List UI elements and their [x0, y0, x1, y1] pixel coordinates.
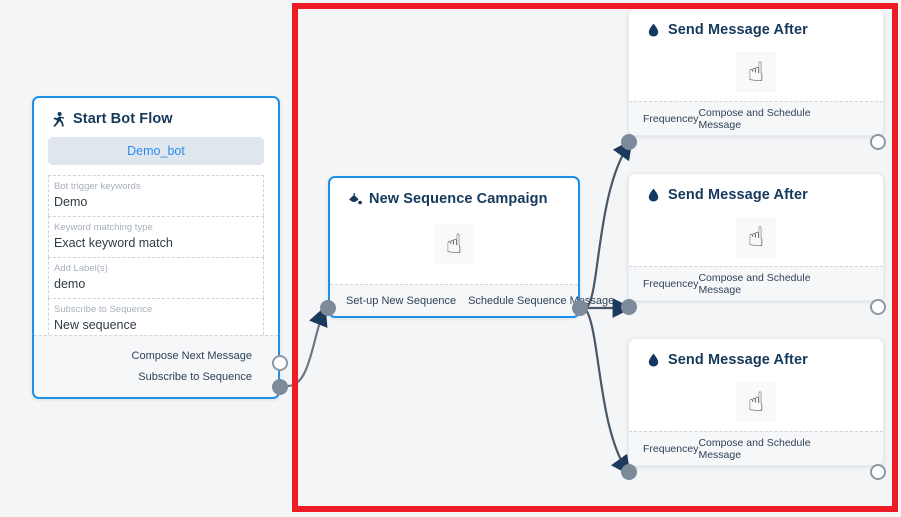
- field-label: Subscribe to Sequence: [54, 304, 153, 315]
- node-start-bot-flow-ports: Compose Next Message Subscribe to Sequen…: [34, 335, 278, 397]
- port-frequency-1[interactable]: [621, 134, 637, 150]
- pointing-hand-cursor-icon: ☝: [736, 52, 776, 92]
- field-value: Exact keyword match: [54, 236, 173, 250]
- port-label-frequency: Frequencey: [643, 112, 699, 125]
- droplet-icon: [645, 22, 661, 38]
- node-send-message-after-1-header: Send Message After: [629, 9, 883, 44]
- bot-field-list: Bot trigger keywords Demo Keyword matchi…: [48, 175, 264, 340]
- port-compose-and-schedule-message-3[interactable]: [870, 464, 886, 480]
- node-start-bot-flow-title: Start Bot Flow: [73, 111, 173, 127]
- port-label-subscribe-to-sequence: Subscribe to Sequence: [138, 371, 252, 383]
- port-compose-next-message[interactable]: [272, 355, 288, 371]
- port-frequency-2[interactable]: [621, 299, 637, 315]
- port-subscribe-to-sequence[interactable]: [272, 379, 288, 395]
- pointing-hand-cursor-icon: ☝: [434, 224, 474, 264]
- droplet-icon: [645, 187, 661, 203]
- field-label: Keyword matching type: [54, 222, 153, 233]
- port-label-frequency: Frequencey: [643, 277, 699, 290]
- field-label: Add Label(s): [54, 263, 108, 274]
- port-schedule-sequence-message[interactable]: [572, 300, 588, 316]
- node-start-bot-flow[interactable]: Start Bot Flow Demo_bot Bot trigger keyw…: [32, 96, 280, 399]
- field-subscribe-to-sequence[interactable]: Subscribe to Sequence New sequence: [48, 298, 264, 340]
- node-send-message-after-3-title: Send Message After: [668, 352, 808, 368]
- port-label-compose-and-schedule-message: Compose and Schedule Message: [698, 106, 811, 131]
- port-label-schedule-sequence-message: Schedule Sequence Message: [468, 294, 615, 307]
- node-send-message-after-3-header: Send Message After: [629, 339, 883, 374]
- running-person-icon: [50, 111, 66, 127]
- field-label: Bot trigger keywords: [54, 181, 141, 192]
- droplet-icon: [645, 352, 661, 368]
- edge-sequence-to-card1: [585, 139, 633, 309]
- node-send-message-after-1-body[interactable]: ☝: [629, 44, 883, 100]
- node-new-sequence-campaign-title: New Sequence Campaign: [369, 191, 548, 207]
- node-send-message-after-1[interactable]: Send Message After ☝ Frequencey Compose …: [628, 8, 884, 136]
- node-new-sequence-campaign-body[interactable]: ☝: [330, 213, 578, 275]
- edge-sequence-to-card3: [585, 309, 631, 476]
- node-start-bot-flow-header: Start Bot Flow: [34, 98, 278, 133]
- node-send-message-after-2-title: Send Message After: [668, 187, 808, 203]
- field-bot-trigger-keywords[interactable]: Bot trigger keywords Demo: [48, 175, 264, 216]
- pointing-hand-cursor-icon: ☝: [736, 382, 776, 422]
- port-label-compose-and-schedule-message: Compose and Schedule Message: [698, 271, 811, 296]
- port-label-setup-new-sequence: Set-up New Sequence: [346, 294, 457, 307]
- node-new-sequence-campaign-header: New Sequence Campaign: [330, 178, 578, 213]
- port-label-frequency: Frequencey: [643, 442, 699, 455]
- pointing-hand-cursor-icon: ☝: [736, 217, 776, 257]
- node-send-message-after-3-body[interactable]: ☝: [629, 374, 883, 430]
- node-send-message-after-2-body[interactable]: ☝: [629, 209, 883, 265]
- field-add-labels[interactable]: Add Label(s) demo: [48, 257, 264, 298]
- node-new-sequence-campaign-ports: Set-up New Sequence Schedule Sequence Me…: [330, 284, 614, 316]
- field-value: demo: [54, 277, 86, 291]
- port-label-compose-next-message: Compose Next Message: [131, 350, 252, 362]
- paint-bucket-icon: [346, 191, 362, 207]
- node-send-message-after-1-title: Send Message After: [668, 22, 808, 38]
- field-keyword-matching-type[interactable]: Keyword matching type Exact keyword matc…: [48, 216, 264, 257]
- node-new-sequence-campaign[interactable]: New Sequence Campaign ☝ Set-up New Seque…: [328, 176, 614, 318]
- port-label-compose-and-schedule-message: Compose and Schedule Message: [698, 436, 811, 461]
- field-value: New sequence: [54, 318, 137, 332]
- edge-startbot-to-sequence: [287, 305, 328, 388]
- node-send-message-after-3-ports: Frequencey Compose and Schedule Message: [629, 431, 883, 465]
- port-setup-new-sequence[interactable]: [320, 300, 336, 316]
- node-send-message-after-2-header: Send Message After: [629, 174, 883, 209]
- port-compose-and-schedule-message-2[interactable]: [870, 299, 886, 315]
- node-send-message-after-1-ports: Frequencey Compose and Schedule Message: [629, 101, 883, 135]
- node-send-message-after-3[interactable]: Send Message After ☝ Frequencey Compose …: [628, 338, 884, 466]
- bot-name-pill[interactable]: Demo_bot: [48, 137, 264, 165]
- port-frequency-3[interactable]: [621, 464, 637, 480]
- node-send-message-after-2-ports: Frequencey Compose and Schedule Message: [629, 266, 883, 300]
- field-value: Demo: [54, 195, 88, 209]
- node-send-message-after-2[interactable]: Send Message After ☝ Frequencey Compose …: [628, 173, 884, 301]
- port-compose-and-schedule-message-1[interactable]: [870, 134, 886, 150]
